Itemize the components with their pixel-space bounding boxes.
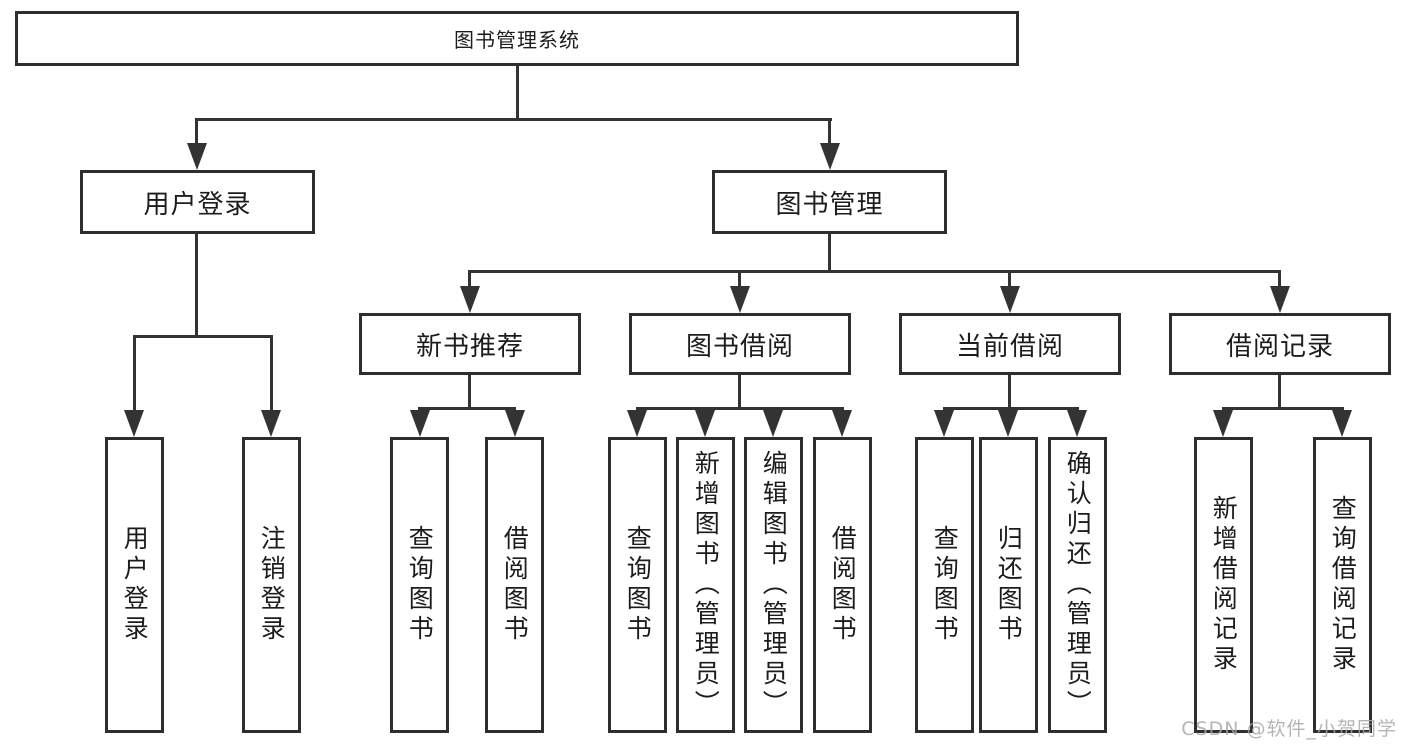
arrow-down-icon (1067, 410, 1087, 437)
connector-line (1008, 270, 1011, 290)
node-leaf-return-books: 归还图书 (979, 437, 1038, 733)
arrow-down-icon (820, 143, 840, 170)
node-new-book-recommend: 新书推荐 (359, 313, 581, 375)
node-leaf-user-login: 用户登录 (105, 437, 164, 733)
node-root-label: 图书管理系统 (454, 28, 580, 52)
connector-line (1278, 270, 1281, 290)
node-label: 新增图书（管理员） (691, 450, 721, 720)
arrow-down-icon (730, 286, 750, 313)
node-label: 借阅图书 (828, 525, 858, 645)
node-label: 图书管理 (775, 189, 884, 220)
node-leaf-confirm-return-admin: 确认归还（管理员） (1048, 437, 1107, 733)
connector-line (828, 118, 831, 148)
node-label: 归还图书 (994, 525, 1024, 645)
arrow-down-icon (998, 410, 1018, 437)
arrow-down-icon (261, 410, 281, 437)
node-label: 当前借阅 (955, 331, 1064, 362)
connector-line (195, 118, 832, 121)
node-label: 查询借阅记录 (1328, 495, 1358, 675)
arrow-down-icon (505, 410, 525, 437)
node-label: 用户登录 (143, 189, 252, 220)
node-label: 查询图书 (405, 525, 435, 645)
connector-line (1278, 375, 1281, 407)
arrow-down-icon (763, 410, 783, 437)
connector-line (738, 375, 741, 407)
node-label: 注销登录 (257, 525, 287, 645)
connector-line (1222, 407, 1344, 410)
arrow-down-icon (1270, 286, 1290, 313)
connector-line (943, 407, 1079, 410)
node-label: 查询图书 (623, 525, 653, 645)
connector-line (516, 66, 519, 118)
connector-line (468, 270, 471, 290)
arrow-down-icon (1000, 286, 1020, 313)
node-leaf-query-borrow-record: 查询借阅记录 (1313, 437, 1372, 733)
connector-line (195, 118, 198, 148)
arrow-down-icon (410, 410, 430, 437)
connector-line (133, 335, 136, 413)
node-label: 确认归还（管理员） (1063, 450, 1093, 720)
connector-line (133, 335, 273, 338)
arrow-down-icon (124, 410, 144, 437)
node-label: 编辑图书（管理员） (759, 450, 789, 720)
connector-line (468, 270, 1281, 273)
connector-line (636, 407, 844, 410)
connector-line (828, 234, 831, 270)
node-label: 新书推荐 (415, 331, 524, 362)
node-label: 图书借阅 (685, 331, 794, 362)
node-leaf-query-books-1: 查询图书 (390, 437, 449, 733)
node-label: 借阅图书 (500, 525, 530, 645)
node-root: 图书管理系统 (15, 11, 1019, 66)
connector-line (418, 407, 516, 410)
node-user-login: 用户登录 (80, 170, 315, 234)
node-leaf-query-books-3: 查询图书 (915, 437, 974, 733)
node-leaf-add-borrow-record: 新增借阅记录 (1194, 437, 1253, 733)
arrow-down-icon (460, 286, 480, 313)
node-leaf-edit-books-admin: 编辑图书（管理员） (744, 437, 803, 733)
connector-line (270, 335, 273, 413)
csdn-watermark: CSDN @软件_小贺同学 (1181, 718, 1397, 740)
arrow-down-icon (1213, 410, 1233, 437)
connector-line (738, 270, 741, 290)
connector-line (468, 375, 471, 407)
node-label: 查询图书 (930, 525, 960, 645)
node-label: 新增借阅记录 (1209, 495, 1239, 675)
node-book-borrow: 图书借阅 (629, 313, 851, 375)
connector-line (1008, 375, 1011, 407)
node-leaf-query-books-2: 查询图书 (608, 437, 667, 733)
node-leaf-borrow-books-2: 借阅图书 (813, 437, 872, 733)
node-label: 借阅记录 (1225, 331, 1334, 362)
node-book-management: 图书管理 (712, 170, 947, 234)
node-label: 用户登录 (120, 525, 150, 645)
arrow-down-icon (187, 143, 207, 170)
arrow-down-icon (695, 410, 715, 437)
node-leaf-borrow-books-1: 借阅图书 (485, 437, 544, 733)
arrow-down-icon (832, 410, 852, 437)
arrow-down-icon (934, 410, 954, 437)
node-leaf-add-books-admin: 新增图书（管理员） (676, 437, 735, 733)
connector-line (195, 234, 198, 335)
node-borrow-records: 借阅记录 (1169, 313, 1391, 375)
node-leaf-logout: 注销登录 (242, 437, 301, 733)
node-current-borrow: 当前借阅 (899, 313, 1121, 375)
arrow-down-icon (1332, 410, 1352, 437)
arrow-down-icon (627, 410, 647, 437)
